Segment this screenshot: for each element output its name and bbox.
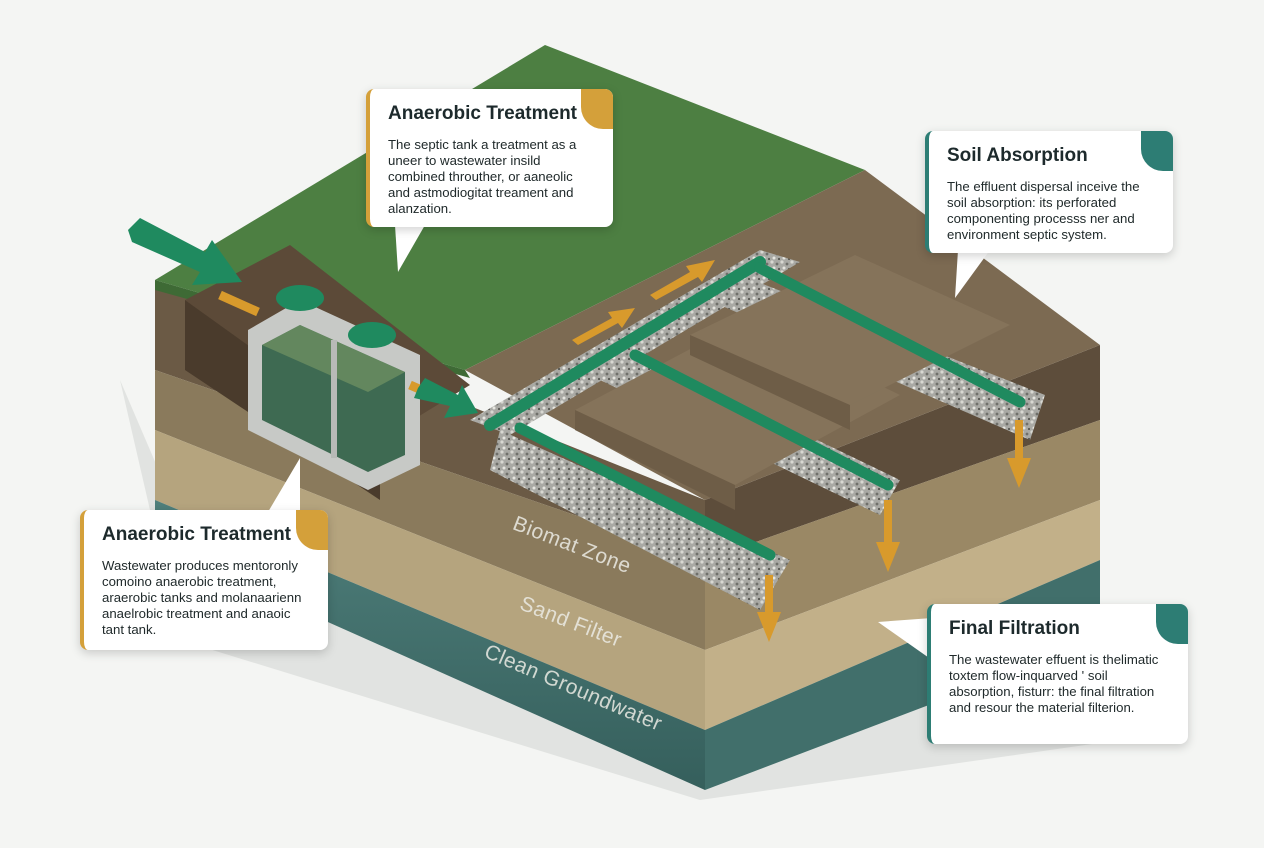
surface-arrow-2 (650, 260, 715, 300)
callout-title: Anaerobic Treatment (102, 524, 291, 545)
inflow-arrow (128, 218, 242, 285)
ground-shadow (120, 380, 1130, 800)
callout-title: Anaerobic Treatment (388, 103, 577, 124)
callout-corner-accent (296, 510, 328, 550)
callout-body: The wastewater effuent is thelimatic tox… (949, 652, 1159, 715)
callout-corner-accent (1156, 604, 1188, 644)
tail-bottom-right (878, 618, 932, 660)
callout-tails (268, 225, 990, 660)
tank-lid-1 (276, 285, 324, 311)
callout-anaerobic-top: Anaerobic Treatment The septic tank a tr… (366, 89, 613, 227)
outflow-arrow (414, 378, 478, 418)
flow-arrows-gold (572, 260, 715, 345)
callout-corner-accent (581, 89, 613, 129)
percolation-arrow-3 (1007, 420, 1031, 488)
callout-body: The septic tank a treatment as a uneer t… (388, 137, 577, 216)
callout-title: Soil Absorption (947, 145, 1088, 166)
tail-top-right (955, 250, 990, 298)
header-pipe (484, 256, 766, 431)
septic-tank (218, 285, 442, 490)
lateral-pipe-2 (629, 349, 894, 491)
callout-body: The effluent dispersal inceive the soil … (947, 179, 1140, 242)
callout-corner-accent (1141, 131, 1173, 171)
callout-final-filtration: Final Filtration The wastewater effuent … (927, 604, 1188, 744)
callout-title: Final Filtration (949, 618, 1080, 639)
percolation-arrows (757, 420, 1031, 642)
callout-soil-absorption: Soil Absorption The effluent dispersal i… (925, 131, 1173, 253)
flow-arrows-green (128, 218, 478, 418)
tank-lid-2 (348, 322, 396, 348)
lateral-pipe-3 (754, 262, 1026, 408)
percolation-arrow-1 (757, 575, 781, 642)
tail-bottom-left (268, 458, 300, 512)
tail-top-left (395, 225, 425, 272)
callout-body: Wastewater produces mentoronly comoino a… (102, 558, 302, 637)
percolation-arrow-2 (876, 500, 900, 572)
lateral-pipe-1 (514, 422, 776, 561)
surface-arrow-1 (572, 308, 635, 345)
callout-anaerobic-bottom: Anaerobic Treatment Wastewater produces … (80, 510, 328, 650)
inlet-pipe (218, 290, 260, 317)
perforated-pipes (484, 256, 1026, 561)
